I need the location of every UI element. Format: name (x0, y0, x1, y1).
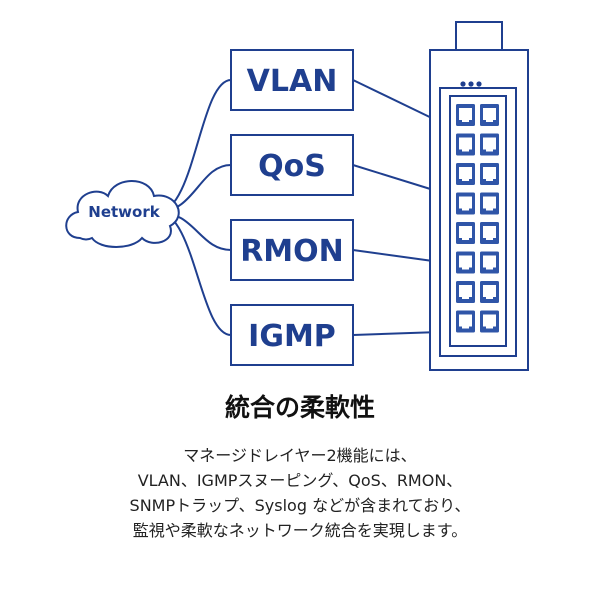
description-line: 監視や柔軟なネットワーク統合を実現します。 (132, 521, 468, 540)
description-line: マネージドレイヤー2機能には、 (183, 446, 417, 465)
switch-link-qos (352, 164, 441, 193)
status-led-icon (468, 81, 474, 87)
ethernet-port-icon (480, 133, 499, 156)
feature-box-frame (230, 304, 354, 366)
ethernet-port-icon (456, 310, 475, 333)
feature-box-frame (230, 49, 354, 111)
ethernet-port-icon (456, 192, 475, 215)
feature-label-qos: QoS (258, 149, 326, 184)
feature-label-vlan: VLAN (247, 64, 338, 99)
cloud-label: Network (88, 203, 160, 221)
ethernet-port-icon (456, 163, 475, 185)
feature-boxes: VLAN QoS RMON IGMP (230, 49, 354, 366)
section-title: 統合の柔軟性 (224, 393, 375, 422)
ethernet-port-icon (480, 281, 499, 303)
connection-lines (157, 79, 441, 336)
ethernet-port-icon (480, 310, 499, 333)
ethernet-port-icon (456, 104, 475, 126)
ethernet-port-icon (456, 133, 475, 156)
network-diagram: Network VLAN QoS RMON IGMP (65, 21, 529, 371)
status-leds (460, 81, 482, 87)
description-line: SNMPトラップ、Syslog などが含まれており、 (129, 496, 471, 515)
description-line: VLAN、IGMPスヌーピング、QoS、RMON、 (137, 471, 463, 490)
feature-box-rmon: RMON (230, 219, 354, 281)
switch-link-vlan (352, 79, 441, 123)
feature-box-vlan: VLAN (230, 49, 354, 111)
ethernet-port-icon (480, 104, 499, 126)
ethernet-port-icon (456, 222, 475, 244)
switch-link-rmon (352, 249, 441, 263)
feature-label-igmp: IGMP (248, 319, 336, 354)
ethernet-port-icon (480, 251, 499, 274)
ethernet-port-icon (480, 222, 499, 244)
switch-link-igmp (352, 331, 441, 336)
switch-device (429, 21, 529, 371)
status-led-icon (460, 81, 466, 87)
ethernet-port-icon (480, 163, 499, 185)
description: マネージドレイヤー2機能には、 VLAN、IGMPスヌーピング、QoS、RMON… (0, 443, 600, 543)
ethernet-port-icon (480, 192, 499, 215)
status-led-icon (476, 81, 482, 87)
ethernet-ports (456, 104, 499, 333)
switch-top-connector (455, 21, 503, 51)
feature-label-rmon: RMON (240, 234, 344, 269)
feature-box-igmp: IGMP (230, 304, 354, 366)
ethernet-port-icon (456, 251, 475, 274)
network-cloud: Network (65, 180, 180, 248)
feature-box-qos: QoS (230, 134, 354, 196)
cloud-icon (65, 180, 180, 248)
feature-box-frame (230, 219, 354, 281)
ethernet-port-icon (456, 281, 475, 303)
feature-box-frame (230, 134, 354, 196)
